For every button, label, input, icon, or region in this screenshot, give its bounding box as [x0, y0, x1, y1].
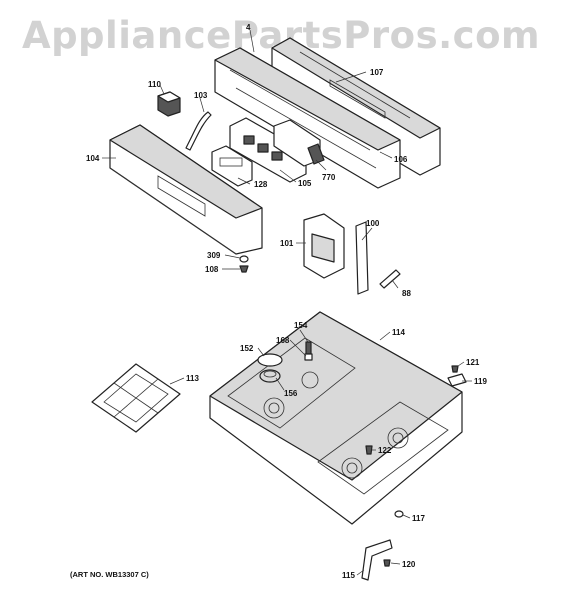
- callout-168: 168: [276, 336, 290, 345]
- callout-121: 121: [466, 358, 480, 367]
- part-control-panel[interactable]: [109, 124, 263, 255]
- part-bracket[interactable]: [303, 213, 345, 279]
- callout-labels: 4 107 110 103 104 128 105 770 106 100 10…: [86, 23, 487, 580]
- part-overlay-strip[interactable]: [273, 119, 325, 167]
- part-electrode[interactable]: [304, 341, 313, 361]
- callout-114: 114: [392, 328, 405, 337]
- part-orifice[interactable]: [365, 445, 373, 455]
- callout-4: 4: [246, 23, 251, 32]
- part-screw-120[interactable]: [383, 559, 391, 567]
- part-backsplash-panel[interactable]: [214, 47, 401, 189]
- part-grommet[interactable]: [394, 510, 404, 518]
- callout-156: 156: [284, 389, 298, 398]
- part-tube[interactable]: [361, 539, 393, 581]
- callout-104: 104: [86, 154, 100, 163]
- callout-309: 309: [207, 251, 221, 260]
- callout-88: 88: [402, 289, 411, 298]
- callout-770: 770: [322, 173, 336, 182]
- callout-154: 154: [294, 321, 308, 330]
- part-electronic-control[interactable]: [229, 117, 307, 183]
- leader-lines: [102, 29, 472, 576]
- callout-101: 101: [280, 239, 294, 248]
- callout-115: 115: [342, 571, 355, 580]
- callout-117: 117: [412, 514, 425, 523]
- part-screw-108[interactable]: [239, 265, 249, 273]
- callout-128: 128: [254, 180, 268, 189]
- callout-103: 103: [194, 91, 208, 100]
- callout-107: 107: [370, 68, 384, 77]
- part-wire-harness[interactable]: [185, 111, 212, 151]
- art-number-label: (ART NO. WB13307 C): [70, 570, 149, 579]
- part-switch[interactable]: [157, 91, 181, 117]
- part-display-board[interactable]: [211, 145, 253, 187]
- callout-108: 108: [205, 265, 219, 274]
- part-screw-121[interactable]: [451, 365, 459, 373]
- part-screw-309[interactable]: [239, 255, 249, 263]
- callout-120: 120: [402, 560, 416, 569]
- callout-105: 105: [298, 179, 312, 188]
- part-clip[interactable]: [379, 269, 401, 289]
- callout-113: 113: [186, 374, 199, 383]
- callout-122: 122: [378, 446, 392, 455]
- part-burner-head[interactable]: [259, 369, 281, 383]
- callout-106: 106: [394, 155, 408, 164]
- callout-110: 110: [148, 80, 161, 89]
- callout-152: 152: [240, 344, 254, 353]
- part-side-bracket[interactable]: [355, 221, 369, 295]
- part-grate[interactable]: [91, 363, 181, 433]
- callout-100: 100: [366, 219, 380, 228]
- part-burner-cap[interactable]: [257, 353, 283, 367]
- part-hinge-119[interactable]: [447, 373, 467, 387]
- callout-119: 119: [474, 377, 487, 386]
